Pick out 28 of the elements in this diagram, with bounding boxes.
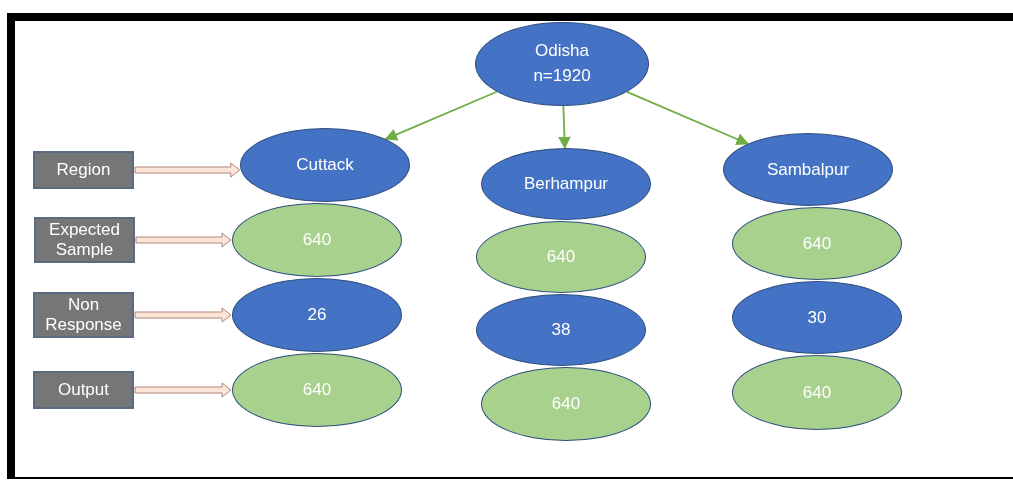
node-label: 640 [302, 230, 332, 250]
node-label: 640 [802, 233, 832, 254]
arrow [384, 90, 498, 141]
node-label: 640 [802, 382, 832, 403]
block-arrow [134, 307, 232, 323]
node-label: 26 [307, 305, 327, 325]
node-label: 640 [551, 394, 581, 414]
node-label: 30 [807, 307, 827, 328]
node-label: Sambalpur [766, 159, 850, 180]
block-arrow [134, 382, 232, 398]
label-box [33, 371, 134, 409]
label-box [33, 292, 134, 338]
label-box [34, 217, 135, 263]
row-label: Region [56, 160, 111, 180]
arrow [558, 105, 571, 150]
block-arrow [134, 162, 241, 178]
node-label: 38 [551, 320, 571, 340]
node-label: 640 [546, 247, 576, 267]
node-label: Odisha n=1920 [532, 40, 592, 87]
block-arrow [135, 232, 232, 248]
node-label: Berhampur [523, 174, 609, 194]
row-label: Non Response [44, 295, 123, 335]
label-box [33, 151, 134, 189]
node-label: Cuttack [296, 155, 354, 175]
row-label: Output [57, 380, 109, 400]
arrow [626, 91, 749, 146]
row-label: Expected Sample [48, 220, 121, 260]
node-label: 640 [302, 380, 332, 400]
